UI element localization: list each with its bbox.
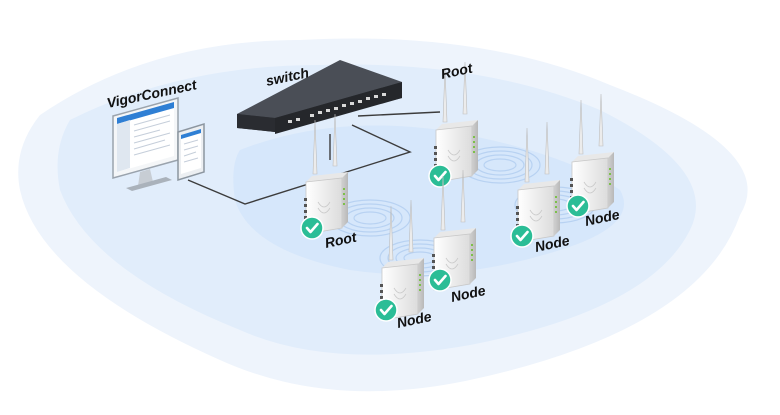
label-root-left: Root <box>323 228 359 251</box>
check-circle-icon <box>509 223 535 249</box>
check-circle-icon <box>427 163 453 189</box>
desktop-monitor-icon <box>112 97 179 191</box>
label-root-top: Root <box>439 59 475 82</box>
network-switch-icon <box>237 60 402 134</box>
check-circle-icon <box>299 215 325 241</box>
check-circle-icon <box>373 297 399 323</box>
tablet-icon <box>177 122 205 182</box>
label-node-right1: Node <box>533 232 571 255</box>
label-node-right2: Node <box>583 206 621 229</box>
check-circle-icon <box>427 267 453 293</box>
label-node-center: Node <box>395 308 433 331</box>
label-node-mid: Node <box>449 282 487 305</box>
